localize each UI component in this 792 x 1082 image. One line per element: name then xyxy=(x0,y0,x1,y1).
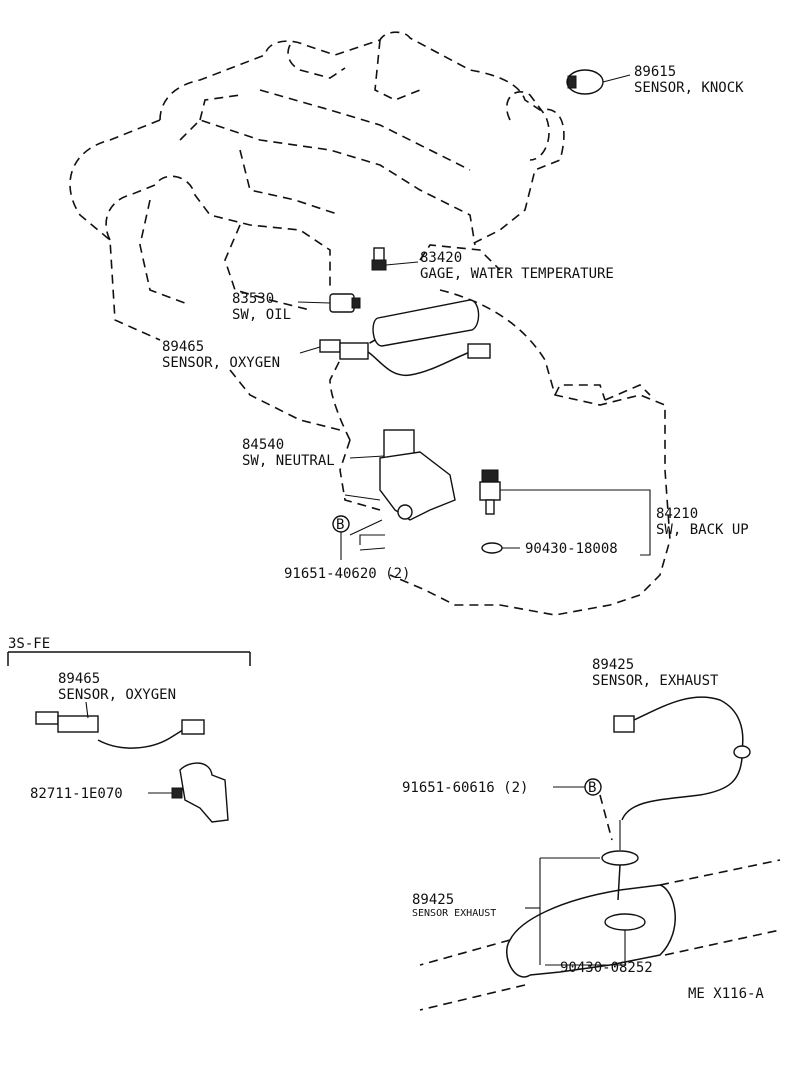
water-temp-gage-name: GAGE, WATER TEMPERATURE xyxy=(420,266,614,282)
neutral-switch-number: 84540 xyxy=(242,437,284,453)
variant-3sfe-oxygen-name: SENSOR, OXYGEN xyxy=(58,687,176,703)
exhaust-sensor-part xyxy=(525,696,751,965)
oil-switch-name: SW, OIL xyxy=(232,307,291,323)
exhaust-sensor-lower-number: 89425 xyxy=(412,892,454,908)
knock-sensor-name: SENSOR, KNOCK xyxy=(634,80,744,96)
oxygen-sensor-main-part xyxy=(299,339,491,376)
exhaust-manifold-piece xyxy=(372,299,480,347)
exhaust-sensor-top-number: 89425 xyxy=(592,657,634,673)
neutral-bolt-number: 91651-40620 (2) xyxy=(284,566,410,582)
variant-3sfe-clamp-number: 82711-1E070 xyxy=(30,786,123,802)
oil-switch-number: 83530 xyxy=(232,291,274,307)
backup-switch-name: SW, BACK UP xyxy=(656,522,749,538)
exhaust-gasket-number: 90430-08252 xyxy=(560,960,653,976)
water-temp-gage-part xyxy=(371,247,419,271)
variant-3sfe-bracket xyxy=(7,651,251,666)
oxygen-sensor-main-name: SENSOR, OXYGEN xyxy=(162,355,280,371)
knock-sensor-number: 89615 xyxy=(634,64,676,80)
engine-outline xyxy=(69,31,671,616)
variant-3sfe-clamp-part xyxy=(148,762,229,823)
backup-gasket-number: 90430-18008 xyxy=(525,541,618,557)
backup-switch-number: 84210 xyxy=(656,506,698,522)
exhaust-bolt-symbol xyxy=(553,778,613,841)
oxygen-sensor-main-number: 89465 xyxy=(162,339,204,355)
knock-sensor-part xyxy=(566,69,631,95)
backup-gasket-part xyxy=(481,542,520,554)
water-temp-gage-number: 83420 xyxy=(420,250,462,266)
exhaust-bolt-letter: B xyxy=(588,780,596,796)
exhaust-sensor-top-name: SENSOR, EXHAUST xyxy=(592,673,719,689)
exhaust-bolt-number: 91651-60616 (2) xyxy=(402,780,528,796)
variant-3sfe-oxygen-number: 89465 xyxy=(58,671,100,687)
exhaust-pipe-part xyxy=(419,859,781,1011)
neutral-switch-name: SW, NEUTRAL xyxy=(242,453,335,469)
oil-switch-part xyxy=(297,293,361,313)
diagram-code: ME X116-A xyxy=(688,986,764,1002)
backup-switch-part xyxy=(479,469,651,556)
variant-3sfe-heading: 3S-FE xyxy=(8,636,50,652)
exhaust-sensor-lower-name: SENSOR EXHAUST xyxy=(412,908,496,919)
variant-3sfe-oxygen-sensor-part xyxy=(35,701,205,749)
neutral-bolt-letter: B xyxy=(336,517,344,533)
neutral-bolt-symbol xyxy=(332,515,386,560)
neutral-switch-part xyxy=(344,429,456,536)
